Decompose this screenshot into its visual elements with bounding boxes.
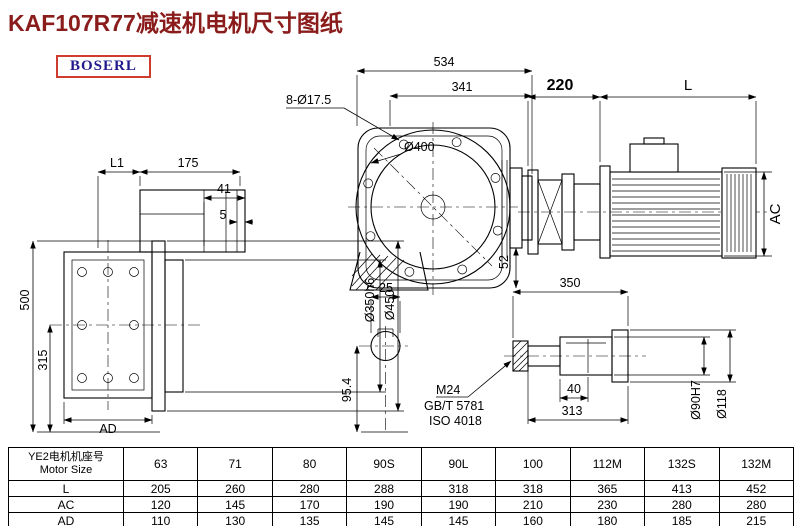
cell: 190 xyxy=(346,496,422,513)
dim-bolt-holes: 8-Ø17.5 xyxy=(286,93,331,107)
brand-logo: BOSERL xyxy=(56,55,151,78)
dim-313: 313 xyxy=(562,404,583,418)
table-row-AD: AD 110 130 135 145 145 160 180 185 215 xyxy=(8,512,794,526)
col-header: 90L xyxy=(420,447,497,481)
dim-5: 5 xyxy=(220,208,227,222)
cell: 135 xyxy=(271,512,348,526)
table-header-cn: YE2电机机座号 xyxy=(28,451,104,464)
cell: 215 xyxy=(718,512,794,526)
label-m24: M24 xyxy=(436,383,460,397)
dim-118: Ø118 xyxy=(715,389,729,419)
cell: 365 xyxy=(569,480,646,497)
dim-350h6: Ø350h6 xyxy=(363,278,377,323)
gearbox-front-view xyxy=(348,122,533,296)
dim-500: 500 xyxy=(18,290,32,311)
cell: 170 xyxy=(271,496,348,513)
cell: 280 xyxy=(271,480,348,497)
col-header: 112M xyxy=(569,447,646,481)
gearbox-left-view xyxy=(50,189,246,412)
cell: 413 xyxy=(644,480,720,497)
cell: 280 xyxy=(644,496,720,513)
front-view-dimensions: 534 341 8-Ø17.5 Ø400 52 25 95.4 xyxy=(286,55,533,434)
row-label: L xyxy=(8,480,124,497)
dim-341: 341 xyxy=(452,80,473,94)
table-row-AC: AC 120 145 170 190 190 210 230 280 280 xyxy=(8,496,794,513)
cell: 160 xyxy=(495,512,571,526)
dim-25: 25 xyxy=(379,281,393,295)
cell: 145 xyxy=(346,512,422,526)
dim-40: 40 xyxy=(567,382,581,396)
col-header: 63 xyxy=(122,447,199,481)
technical-drawing: L1 175 41 5 500 315 AD Ø350h6 xyxy=(18,55,784,436)
table-row-L: L 205 260 280 288 318 318 365 413 452 xyxy=(8,480,794,497)
col-header: 90S xyxy=(346,447,422,481)
col-header: 80 xyxy=(271,447,348,481)
dim-41: 41 xyxy=(217,182,231,196)
dim-52: 52 xyxy=(497,255,511,269)
dim-350: 350 xyxy=(560,276,581,290)
cell: 210 xyxy=(495,496,571,513)
cell: 130 xyxy=(197,512,273,526)
cell: 230 xyxy=(569,496,646,513)
row-label: AC xyxy=(8,496,124,513)
table-header-en: Motor Size xyxy=(39,464,93,476)
left-view-dimensions: L1 175 41 5 500 315 AD Ø350h6 xyxy=(18,156,404,436)
cell: 318 xyxy=(420,480,497,497)
col-header: 100 xyxy=(495,447,571,481)
dim-315: 315 xyxy=(36,350,50,371)
cell: 180 xyxy=(569,512,646,526)
motor-view-dimensions: 220 L AC xyxy=(527,77,784,257)
col-header: 132M xyxy=(718,447,794,481)
page-title: KAF107R77减速机电机尺寸图纸 xyxy=(8,10,343,36)
dim-95-4: 95.4 xyxy=(340,378,354,402)
dim-L: L xyxy=(684,77,692,94)
output-shaft-detail: 350 40 313 Ø90H7 Ø118 xyxy=(504,276,736,424)
cell: 190 xyxy=(420,496,497,513)
label-iso-4018: ISO 4018 xyxy=(429,414,482,428)
cell: 205 xyxy=(122,480,199,497)
cell: 185 xyxy=(644,512,720,526)
dim-AD: AD xyxy=(99,422,116,436)
cell: 288 xyxy=(346,480,422,497)
col-header: 71 xyxy=(197,447,273,481)
cell: 120 xyxy=(122,496,199,513)
cell: 110 xyxy=(122,512,199,526)
motor-side-view xyxy=(518,137,768,259)
dim-175: 175 xyxy=(178,156,199,170)
cell: 260 xyxy=(197,480,273,497)
dim-90h7: Ø90H7 xyxy=(689,380,703,420)
dim-400: Ø400 xyxy=(404,140,435,154)
cell: 145 xyxy=(197,496,273,513)
cell: 145 xyxy=(420,512,497,526)
row-label: AD xyxy=(8,512,124,526)
col-header: 132S xyxy=(644,447,720,481)
dim-L1: L1 xyxy=(110,156,124,170)
dim-220: 220 xyxy=(547,77,574,94)
cell: 318 xyxy=(495,480,571,497)
table-corner-header: YE2电机机座号 Motor Size xyxy=(8,447,124,481)
cell: 280 xyxy=(718,496,794,513)
cell: 452 xyxy=(718,480,794,497)
label-gbt-5781: GB/T 5781 xyxy=(424,399,484,413)
motor-size-table: YE2电机机座号 Motor Size 63 71 80 90S 90L 100… xyxy=(8,447,794,526)
dim-AC: AC xyxy=(767,203,784,224)
dim-534: 534 xyxy=(434,55,455,69)
